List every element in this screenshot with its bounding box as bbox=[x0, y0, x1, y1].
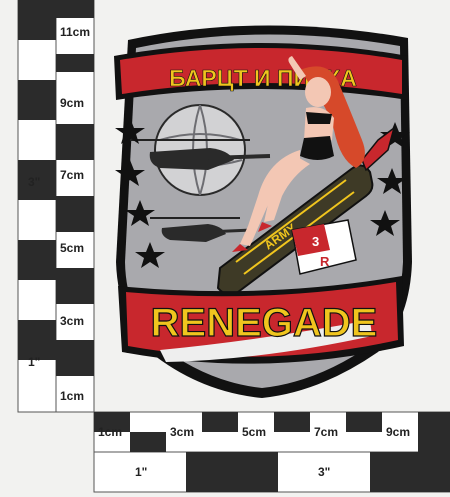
vertical-ruler: 11cm 9cm 7cm 5cm 3cm 1cm 3" 1" bbox=[17, 0, 95, 413]
ruler-label-11cm: 11cm bbox=[60, 25, 90, 39]
flag: 3 R bbox=[291, 219, 357, 275]
ruler-label-h-5cm: 5cm bbox=[242, 425, 266, 439]
main-text: RENEGADE bbox=[151, 301, 378, 345]
ruler-label-1cm: 1cm bbox=[60, 389, 84, 403]
flag-letter: R bbox=[320, 254, 330, 269]
ruler-label-h-1cm: 1cm bbox=[98, 425, 122, 439]
helicopter-bottom bbox=[150, 217, 253, 242]
embroidered-patch: БАРЦТ И ПИЧКА bbox=[114, 25, 412, 399]
pinup-figure bbox=[232, 56, 365, 252]
ruler-label-h-9cm: 9cm bbox=[386, 425, 410, 439]
flag-number: 3 bbox=[312, 234, 319, 249]
ruler-label-1in: 1" bbox=[28, 355, 40, 369]
ruler-label-h-7cm: 7cm bbox=[314, 425, 338, 439]
ruler-label-3in: 3" bbox=[28, 175, 40, 189]
stars-left bbox=[115, 118, 165, 268]
ruler-label-5cm: 5cm bbox=[60, 241, 84, 255]
ruler-label-7cm: 7cm bbox=[60, 168, 84, 182]
ruler-label-h-3cm: 3cm bbox=[170, 425, 194, 439]
helicopter-top bbox=[130, 139, 271, 170]
ruler-label-h-3in: 3" bbox=[318, 465, 330, 479]
ruler-label-3cm: 3cm bbox=[60, 314, 84, 328]
horizontal-ruler: 1cm 3cm 5cm 7cm 9cm 1" 3" bbox=[93, 411, 450, 493]
ruler-label-h-1in: 1" bbox=[135, 465, 147, 479]
ruler-label-9cm: 9cm bbox=[60, 96, 84, 110]
stars-right bbox=[370, 122, 410, 236]
